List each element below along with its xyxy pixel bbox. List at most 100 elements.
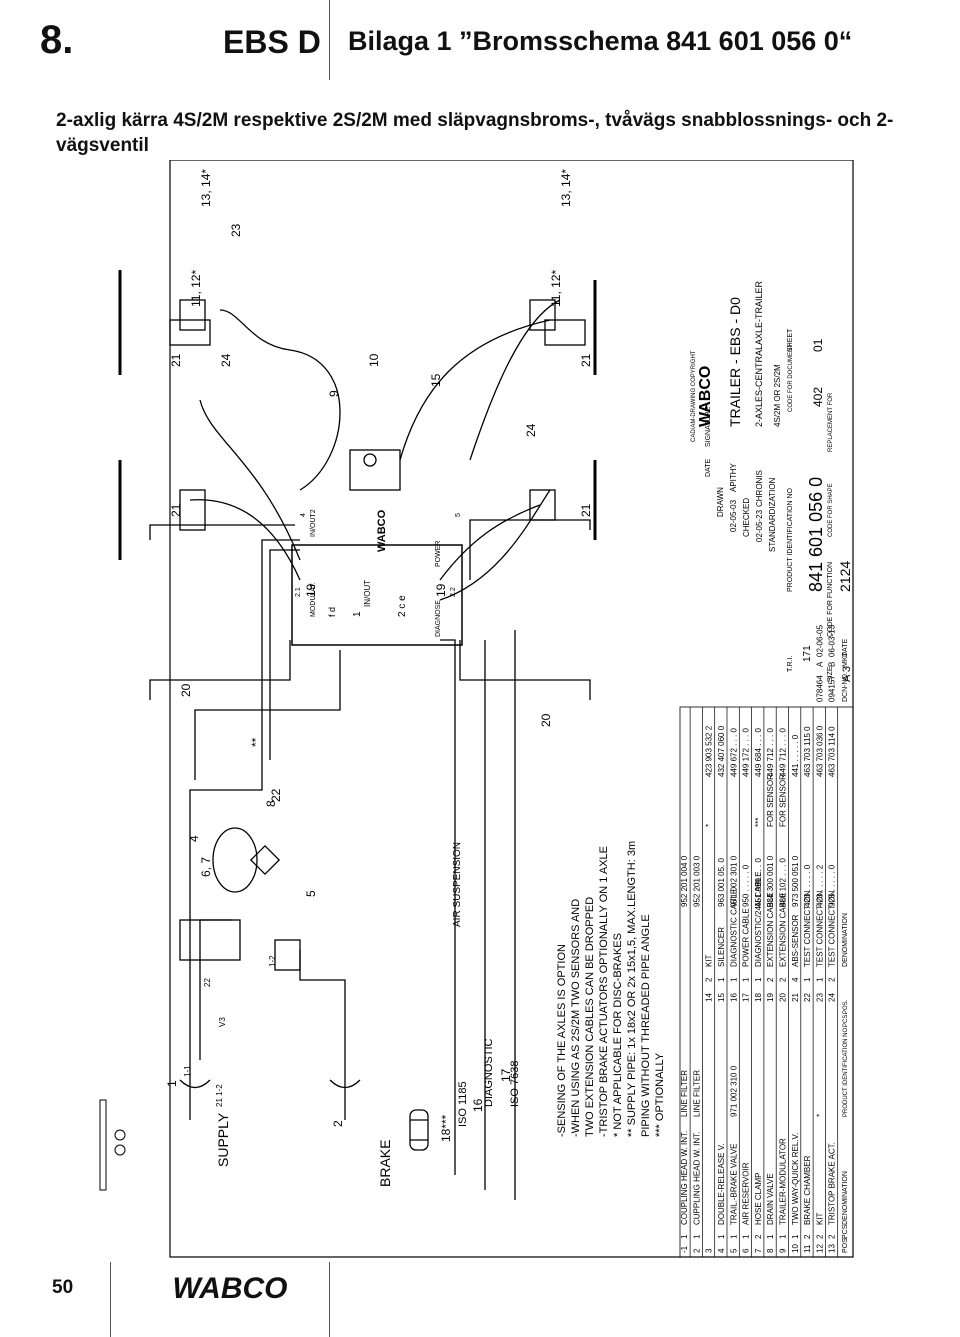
modulator-fd-label: f d xyxy=(327,607,337,617)
revision-header-date: DATE xyxy=(842,639,849,657)
modulator-2-2-label: 2.2 xyxy=(450,587,457,597)
parts2-row-pid: 449 712 . . . 0 xyxy=(766,728,775,777)
revision-mkt: B xyxy=(828,662,837,667)
parts-row-name: TRAIL.-BRAKE VALVE xyxy=(729,1143,738,1225)
parts-row-qty: 2 xyxy=(803,1234,812,1239)
parts-header-denomination: DENOMINATION xyxy=(842,1171,849,1225)
parts-row-remark: 971 002 310 0 xyxy=(729,1065,738,1117)
part-6-7-label: 6, 7 xyxy=(199,857,213,877)
parts2-row-pid: 463 703 036 0 xyxy=(815,725,824,777)
parts-header-pcs2: PCS. xyxy=(843,1013,849,1027)
tb-code-function-value: 2124 xyxy=(837,561,853,592)
parts-row-name: CUPPLING HEAD W. INT. xyxy=(692,1132,701,1225)
parts-header-pos: POS. xyxy=(842,1236,849,1253)
parts-row-pid: 963 001 05. 0 xyxy=(717,858,726,907)
parts-row-pos: 11 xyxy=(803,1244,812,1253)
note-line: PIPING WITHOUT THREADED PIPE ANGLE xyxy=(640,914,652,1137)
parts-row-qty: 1 xyxy=(779,1234,788,1239)
parts-row-pos: 10 xyxy=(791,1244,800,1253)
parts2-row-name: TEST CONNECTION xyxy=(803,890,812,967)
tb-pin-label: PRODUCT IDENTIFICATION NO xyxy=(787,487,794,592)
parts-row-pid: 423 . . . . . 0 xyxy=(803,864,812,907)
tb-drawn-date: 02-05-03 xyxy=(729,499,738,532)
note-line: -TRISTOP BRAKE ACTUATORS OPTIONALLY ON 1… xyxy=(598,846,610,1137)
modulator-inout2-label: IN/OUT2 xyxy=(310,509,317,537)
part-22-label: 22 xyxy=(269,788,283,802)
parts2-row-pid: 449 684 . . . 0 xyxy=(754,728,763,777)
wabco-logo-text: WABCO xyxy=(173,1272,288,1302)
notes-block: -SENSING OF THE AXLES IS OPTION-WHEN USI… xyxy=(556,841,666,1137)
valve-1-1-label: 1-1 xyxy=(183,1065,192,1077)
page-number: 50 xyxy=(52,1277,74,1298)
parts2-row-remark: FOR SENSOR xyxy=(766,774,775,827)
revision-date: 06-03-13 xyxy=(828,624,837,657)
parts-row-qty: 2 xyxy=(815,1234,824,1239)
parts2-row-pid: 449 712 . . . 0 xyxy=(779,728,788,777)
parts2-row-pos: 17 xyxy=(742,993,751,1002)
parts2-row-name: DIAGNOSTIC/24N-CABLE xyxy=(754,871,763,967)
parts2-row-name: ABS-SENSOR xyxy=(791,914,800,967)
modulator-inout-label: IN/OUT xyxy=(363,580,372,607)
note-line: TWO EXTENSION CABLES CAN BE DROPPED xyxy=(584,897,596,1137)
trailer-pictogram xyxy=(99,1099,126,1191)
parts-row-pos: 12 xyxy=(815,1244,824,1253)
parts-row-pos: 8 xyxy=(766,1248,775,1253)
parts-row-name: DRAIN VALVE xyxy=(766,1173,775,1225)
part-19a-label: 19 xyxy=(304,583,318,597)
parts2-row-pos: 21 xyxy=(791,993,800,1002)
diagnostic-label: DIAGNOSTIC xyxy=(483,1038,495,1107)
footer-divider-right xyxy=(329,1262,330,1337)
note-line: -SENSING OF THE AXLES IS OPTION xyxy=(556,944,568,1137)
parts-row-name: TRISTOP BRAKE ACT. xyxy=(828,1142,837,1225)
parts2-row-pid: 463 703 114 0 xyxy=(828,726,837,777)
modulator-modulat-label: MODULAT. xyxy=(310,582,317,617)
iso1185-label: ISO 1185 xyxy=(457,1081,469,1127)
tb-title-3: 4S/2M OR 2S/2M xyxy=(773,364,782,427)
modulator-port2-label: 2 c e xyxy=(397,595,408,617)
tb-replacement-label: REPLACEMENT FOR xyxy=(828,392,834,452)
note-line: *** OPTIONALLY xyxy=(654,1052,666,1137)
schematic-lines xyxy=(118,270,597,1200)
parts-row-remark: LINE FILTER xyxy=(680,1070,689,1117)
part-13-14b-label: 13, 14* xyxy=(559,169,573,207)
parts-row-pid: 451 999 . . . 0 xyxy=(754,858,763,907)
header-divider xyxy=(329,0,330,80)
part-11-12b-label: 11, 12* xyxy=(549,270,563,307)
section-name: EBS D xyxy=(223,24,321,60)
tb-signature-label: SIGNATURE xyxy=(705,406,712,447)
tb-tri-value: 171 xyxy=(802,645,813,662)
modulator-diagnose-label: DIAGNOSE xyxy=(435,600,442,637)
revision-mkt: A xyxy=(815,661,824,667)
parts-row-qty: 1 xyxy=(717,1234,726,1239)
footer-divider-left xyxy=(110,1262,111,1337)
part-21d-label: 21 xyxy=(579,503,593,517)
tb-title-1: TRAILER - EBS - D0 xyxy=(727,297,743,427)
revision-no: 078464 xyxy=(815,675,824,702)
tb-pin-value: 841 601 056 0 xyxy=(806,477,826,592)
port-1-label: 1 xyxy=(165,1080,179,1087)
parts2-row-qty: 2 xyxy=(828,977,837,982)
part-21a-label: 21 xyxy=(169,353,183,367)
parts-list-table xyxy=(679,706,854,1258)
revision-date: 02-06-05 xyxy=(815,624,824,657)
tb-title-2: 2-AXLES-CENTRALAXLE-TRAILER xyxy=(754,280,764,427)
parts-row-pid: 952 201 003 0 xyxy=(692,855,701,907)
parts-row-pid: 950 . . . . . 0 xyxy=(742,864,751,907)
note-line: * NOT APPLICABLE FOR DISC-BRAKES xyxy=(612,933,624,1137)
parts2-row-name: EXTENSION CABLE xyxy=(766,892,775,967)
parts2-row-pid: 432 407 060 0 xyxy=(717,725,726,777)
parts2-row-pos: 20 xyxy=(779,993,788,1002)
parts2-row-pos: 22 xyxy=(803,993,812,1002)
tb-code-function-label: CODE FOR FUNCTION xyxy=(827,562,834,637)
parts2-row-name: SILENCER xyxy=(717,927,726,967)
parts-row-pid: 934 300 001 0 xyxy=(766,855,775,907)
parts-row-qty: 2 xyxy=(754,1234,763,1239)
parts2-row-pid: 449 172 . . . 0 xyxy=(742,728,751,777)
tb-date-label: DATE xyxy=(705,459,712,477)
parts-row-name: BRAKE CHAMBER xyxy=(803,1155,812,1225)
modulator-port1-label: 1 xyxy=(352,611,363,617)
parts2-row-remark: FOR SENSOR xyxy=(779,774,788,827)
tb-size-value: A 3 xyxy=(841,666,853,682)
